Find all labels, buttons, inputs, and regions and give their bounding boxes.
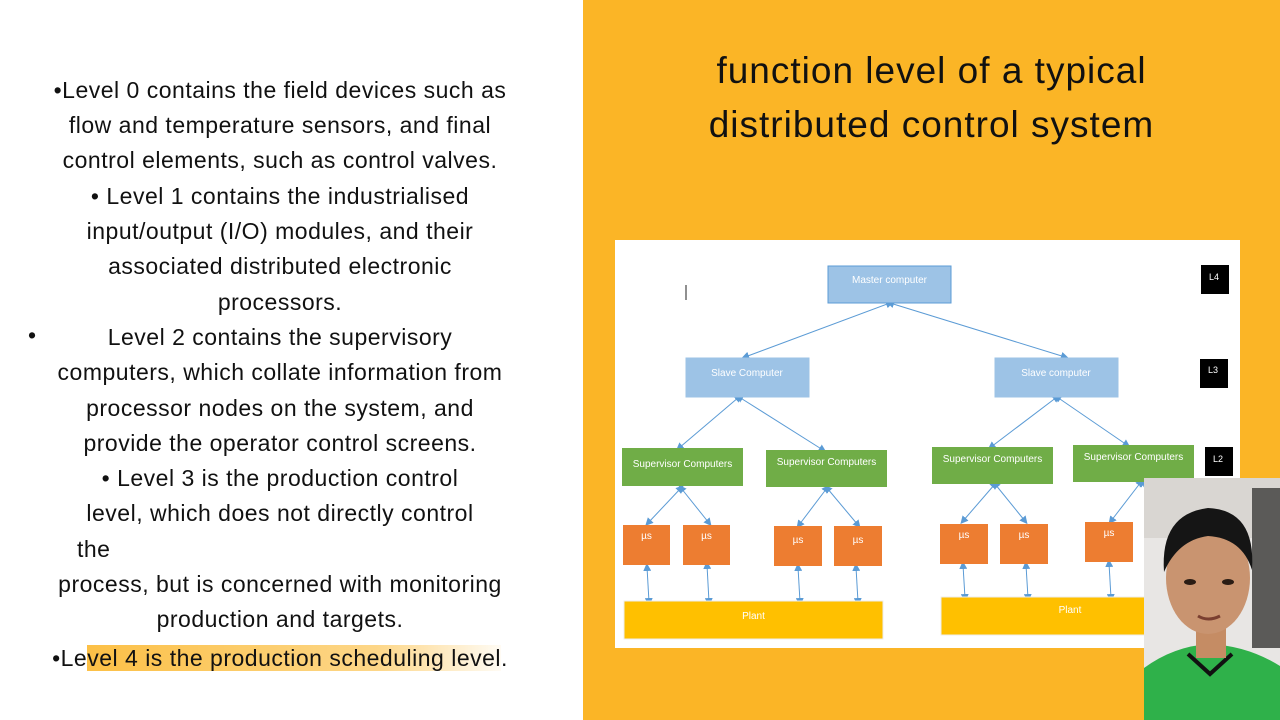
text-line: flow and temperature sensors, and final [68,112,492,138]
supervisor-computers-label: Supervisor Computers [943,454,1042,465]
microcontroller-label: µs [853,535,864,546]
text-line: production and targets. [156,606,404,632]
microcontroller-box: µs [623,525,670,565]
supervisor-computers-label: Supervisor Computers [633,459,732,470]
highlighted-line: •Level 4 is the production scheduling le… [0,645,560,672]
slave-computer-label: Slave Computer [711,368,783,379]
text-line: level, which does not directly control [86,500,474,526]
arrow [645,485,684,526]
text-line: processor nodes on the system, and [86,395,474,421]
text-line: computers, which collate information fro… [57,359,503,385]
text-line: • Level 3 is the production control [101,465,459,491]
level-tag-l4: L4 [1201,265,1229,294]
microcontroller-label: µs [1104,528,1115,539]
text-line: Level 2 contains the supervisory [107,324,453,350]
arrow [703,561,713,606]
arrow [678,484,712,527]
arrow [886,300,1069,360]
supervisor-computers-label: Supervisor Computers [777,457,876,468]
connector-arrows [643,300,1170,606]
arrow [987,394,1061,450]
text-line: control elements, such as control valves… [62,147,498,173]
text-line: associated distributed electronic [108,253,452,279]
microcontroller-label: µs [701,531,712,542]
plant-label: Plant [1059,605,1082,616]
microcontroller-label: µs [959,530,970,541]
text-line: provide the operator control screens. [83,430,477,456]
supervisor-computers-box: Supervisor Computers [622,448,743,486]
slave-computer-box: Slave computer [994,357,1119,398]
text-segment: . [501,645,508,671]
text-line: input/output (I/O) modules, and their [86,218,474,244]
microcontroller-box: µs [1000,524,1048,564]
microcontroller-label: µs [1019,530,1030,541]
microcontroller-label: µs [641,531,652,542]
text-line: the [77,536,111,562]
microcontroller-box: µs [834,526,882,566]
supervisor-computers-box: Supervisor Computers [1073,445,1194,482]
microcontroller-box: µs [774,526,822,566]
supervisor-computers-box: Supervisor Computers [766,450,887,487]
arrow [675,394,743,451]
arrow [824,484,861,529]
arrow [1105,559,1115,602]
slide-text-panel: •Level 0 contains the field devices such… [0,0,583,720]
arrow [960,480,998,525]
arrow [741,300,894,360]
master-computer-label: Master computer [852,275,928,286]
arrow [1022,561,1032,602]
text-line: • Level 1 contains the industrialised [90,183,470,209]
arrow [735,394,827,453]
supervisor-computers-label: Supervisor Computers [1084,452,1183,463]
text-highlight: vel 4 is the production scheduling level [87,645,502,671]
text-line: •Level 0 contains the field devices such… [53,77,507,103]
level-tag-l3: L3 [1200,359,1228,388]
arrow [643,563,653,606]
plant-label: Plant [742,611,765,622]
supervisor-computers-box: Supervisor Computers [932,447,1053,484]
webcam-person-image [1144,478,1280,720]
slide-title-line-1: function level of a typical [716,50,1147,91]
slave-computer-label: Slave computer [1021,368,1091,379]
plant-box: Plant [623,600,884,640]
webcam-overlay [1144,478,1280,720]
dcs-diagram: Master computer Slave Computer Slave com… [615,240,1240,648]
microcontroller-box: µs [940,524,988,564]
arrow [852,563,862,606]
arrow [959,561,969,602]
microcontroller-box: µs [683,525,730,565]
microcontroller-box: µs [1085,522,1133,562]
arrow [796,484,830,529]
arrow [1053,394,1131,448]
text-segment: •Le [52,645,88,671]
arrow [794,563,804,606]
level-tag-l2: L2 [1205,447,1233,476]
level-tag-label: L4 [1209,272,1219,282]
dcs-diagram-svg: Master computer Slave Computer Slave com… [622,265,1233,640]
text-line: processors. [217,289,343,315]
text-line: process, but is concerned with monitorin… [58,571,502,597]
arrow [1108,478,1144,525]
slide-title-line-2: distributed control system [708,104,1155,145]
level-tag-label: L3 [1208,365,1218,375]
master-computer-box: Master computer [827,265,952,304]
level-tag-label: L2 [1213,454,1223,464]
arrow [992,480,1028,525]
bullet: • [28,322,37,348]
microcontroller-label: µs [793,535,804,546]
slave-computer-box: Slave Computer [685,357,810,398]
